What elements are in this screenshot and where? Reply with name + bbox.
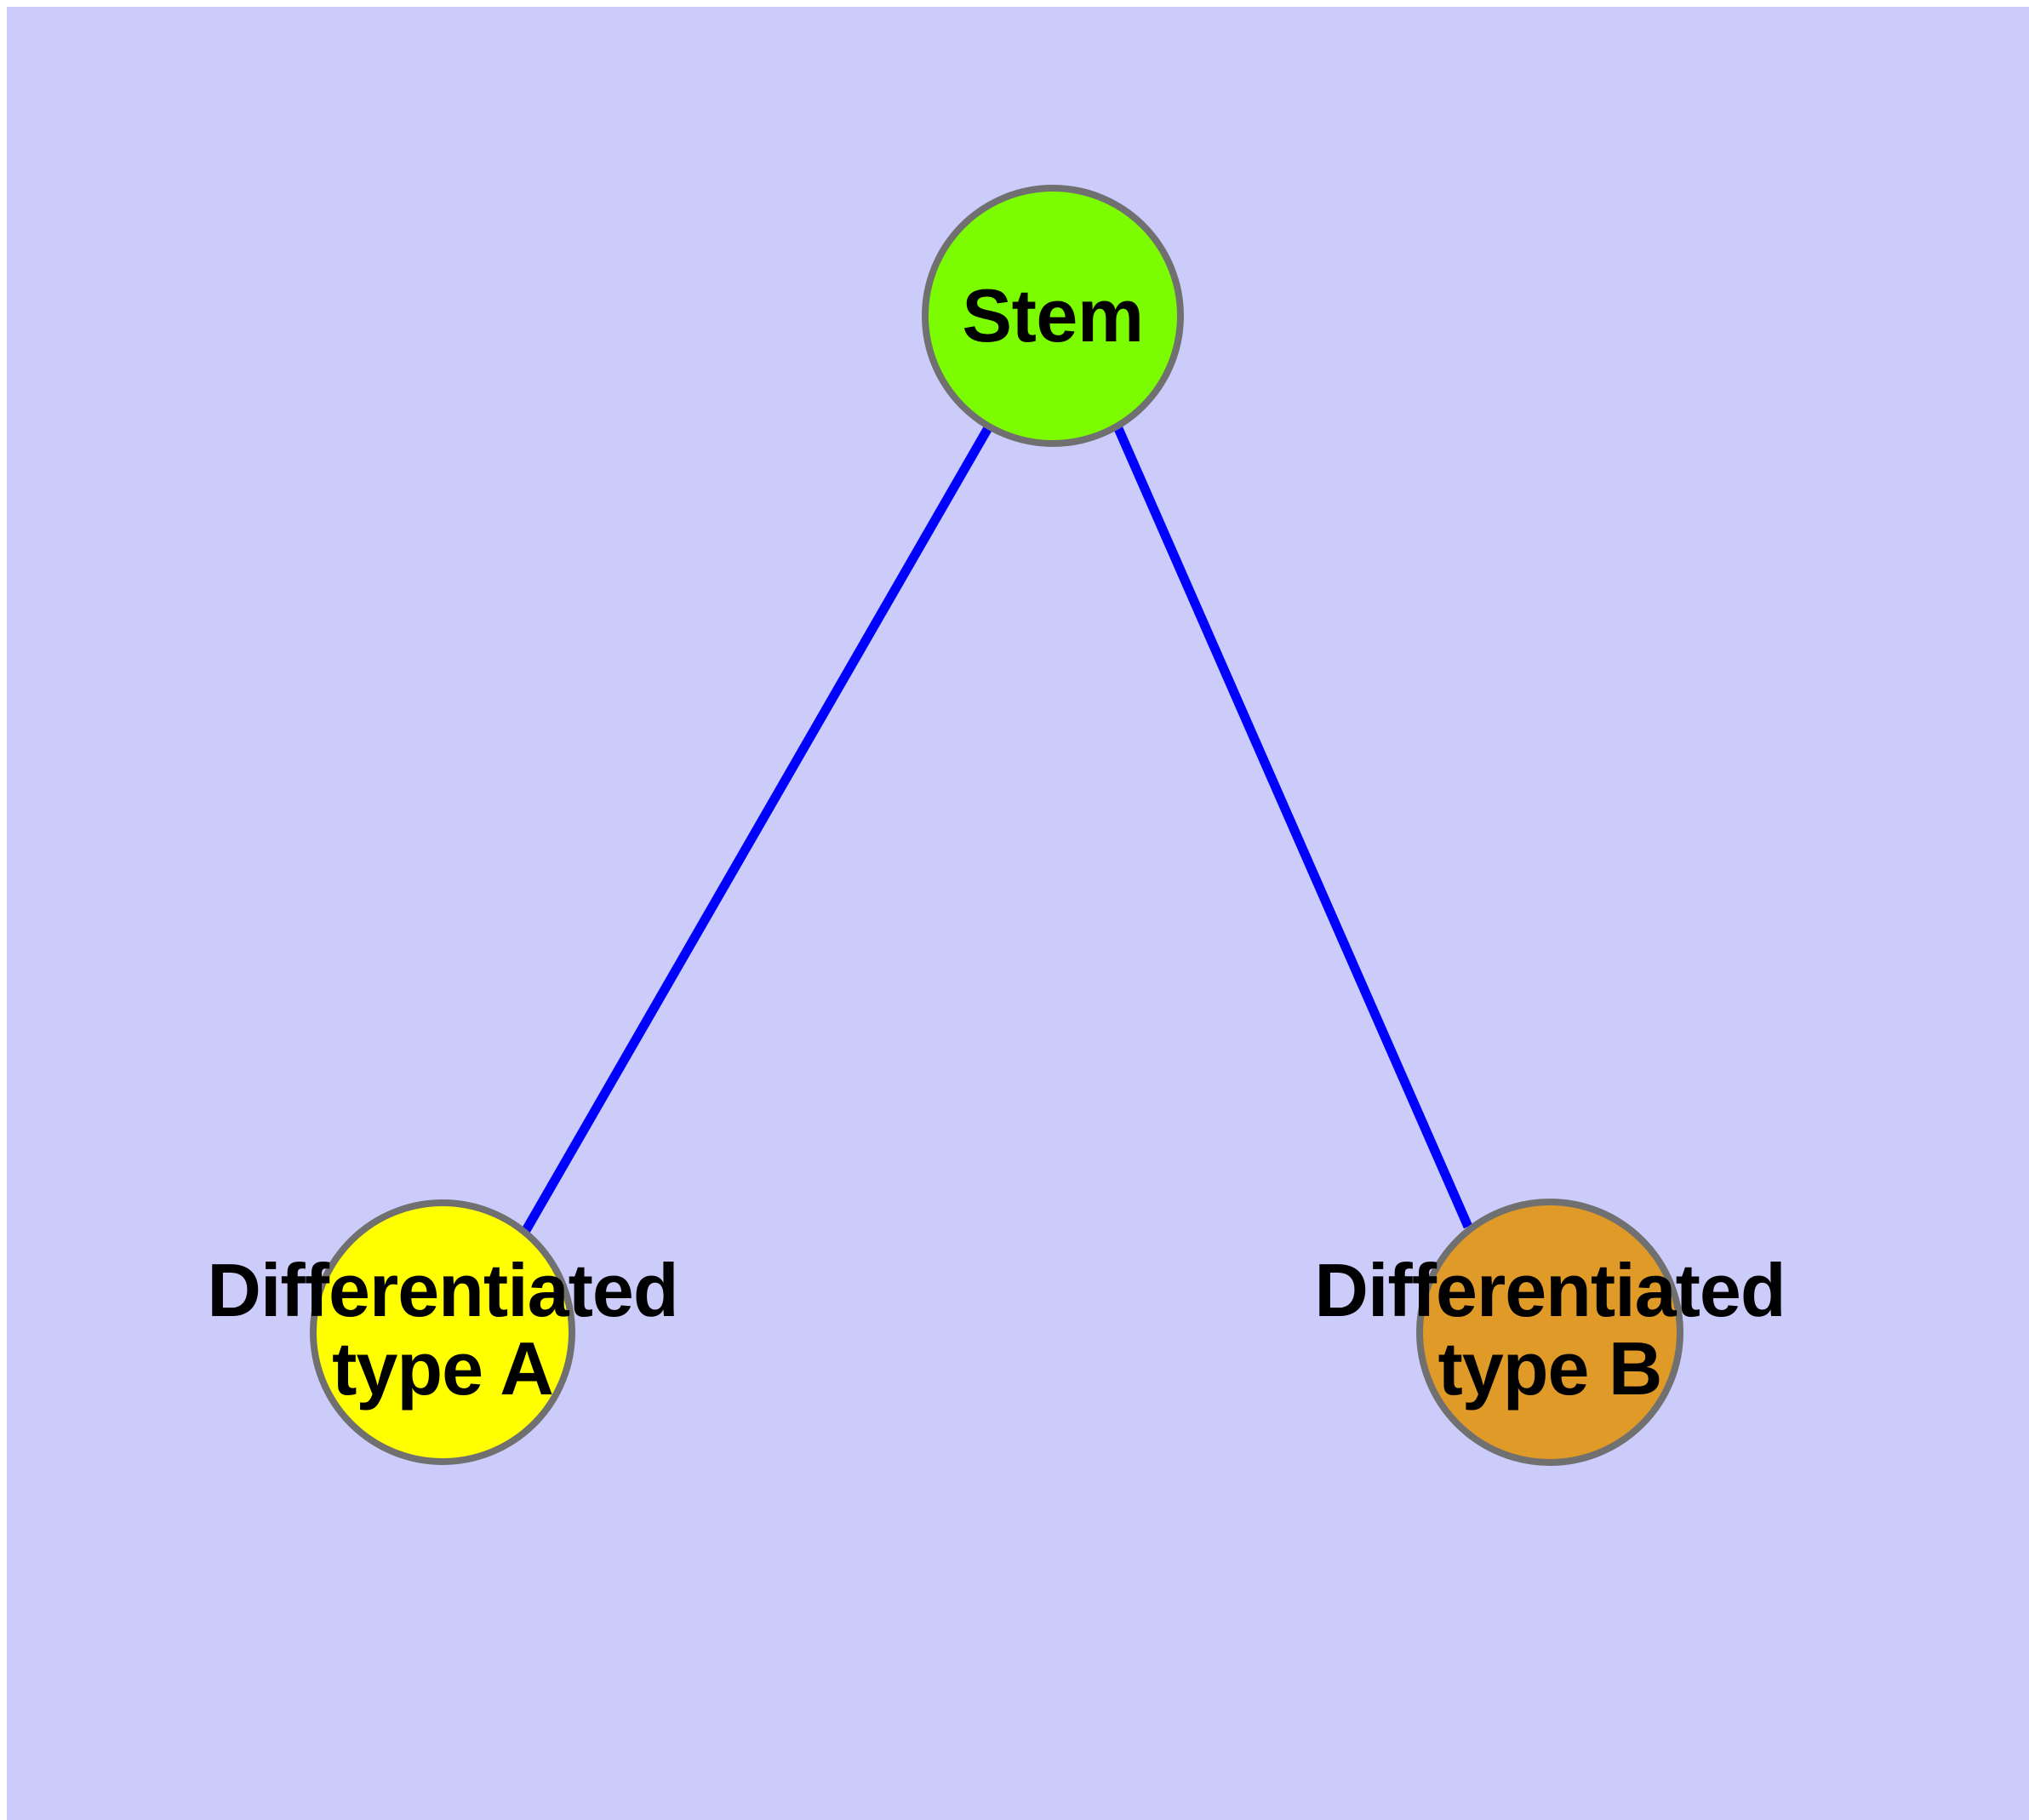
node-circle-diff-a[interactable] (310, 1199, 575, 1465)
edge-stem-to-diff-a (521, 424, 993, 1234)
edge-layer (521, 424, 1473, 1234)
node-circle-diff-b[interactable] (1416, 1199, 1683, 1466)
node-layer (310, 185, 1683, 1466)
edge-stem-to-diff-b (1112, 424, 1473, 1229)
node-circle-stem[interactable] (922, 185, 1184, 447)
